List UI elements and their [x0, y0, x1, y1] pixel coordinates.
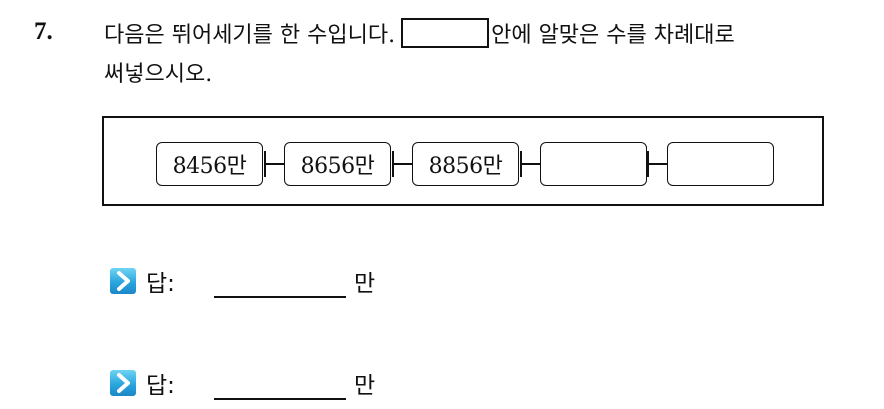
sequence-frame [102, 116, 824, 206]
answer-input-2[interactable] [214, 398, 346, 400]
chevron-right-icon [110, 370, 136, 396]
question-number: 7. [34, 18, 53, 45]
sequence-cell-4-blank[interactable] [540, 142, 647, 186]
chevron-right-icon [110, 268, 136, 294]
answer-label: 답: [146, 271, 175, 297]
question-text-before-box: 다음은 뛰어세기를 한 수입니다. [104, 23, 396, 48]
sequence-connector-3 [520, 151, 540, 177]
question-text-line1: 다음은 뛰어세기를 한 수입니다. 안에 알맞은 수를 차례대로 [104, 18, 735, 51]
sequence-cell-3: 8856만 [412, 142, 519, 186]
inline-blank-box [401, 18, 490, 48]
sequence-cell-1: 8456만 [156, 142, 263, 186]
sequence-connector-2 [392, 151, 412, 177]
sequence-cell-2: 8656만 [284, 142, 391, 186]
sequence-connector-1 [264, 151, 284, 177]
sequence-connector-4 [647, 151, 667, 177]
question-text-after-box: 안에 알맞은 수를 차례대로 [491, 23, 735, 48]
sequence-cell-5-blank[interactable] [667, 142, 774, 186]
answer-unit: 만 [354, 271, 376, 297]
answer-input-1[interactable] [214, 296, 346, 298]
answer-label: 답: [146, 373, 175, 399]
answer-unit: 만 [354, 373, 376, 399]
question-text-line2: 써넣으시오. [104, 62, 213, 87]
